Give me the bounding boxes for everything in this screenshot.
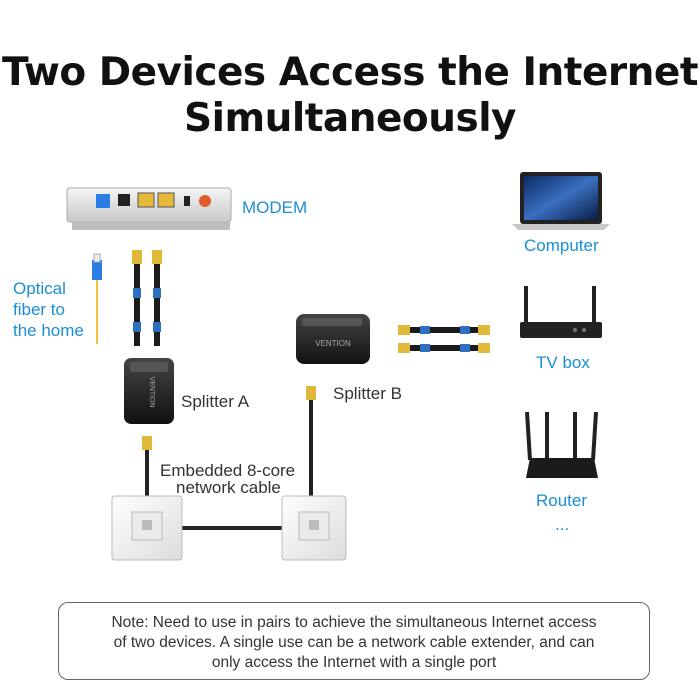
splitter-a-brand: VENTION: [148, 376, 155, 407]
router-icon: [525, 411, 598, 478]
optical-label-line-2: fiber to: [13, 300, 65, 319]
computer-icon: [512, 172, 610, 230]
optical-label-line-1: Optical: [13, 279, 66, 298]
note-line-3: only access the Internet with a single p…: [211, 654, 497, 671]
patch-cables-devices: [398, 325, 490, 353]
optical-fiber: [92, 253, 102, 344]
title-line-1: Two Devices Access the Internet: [2, 50, 698, 95]
cable-splitter-b-wall: [306, 386, 316, 500]
modem-label: MODEM: [242, 198, 307, 217]
wall-plate-a: [111, 495, 183, 561]
modem-device: [66, 187, 232, 230]
computer-label: Computer: [524, 236, 599, 255]
splitter-a-label: Splitter A: [181, 392, 250, 411]
tv-box-icon: [520, 286, 602, 338]
patch-cables-modem: [132, 250, 162, 346]
wall-plate-b: [281, 495, 347, 561]
embedded-label-line-2: network cable: [176, 478, 281, 497]
note-line-1: Note: Need to use in pairs to achieve th…: [111, 614, 597, 631]
optical-label-line-3: the home: [13, 321, 84, 340]
note-box: Note: Need to use in pairs to achieve th…: [58, 602, 650, 680]
embedded-label-line-1: Embedded 8-core: [160, 461, 295, 480]
network-diagram: MODEM Computer TV box Router ... Optical…: [13, 172, 610, 561]
router-label: Router: [536, 491, 587, 510]
splitter-b-device: VENTION: [296, 314, 370, 364]
title-line-2: Simultaneously: [184, 96, 516, 141]
cable-splitter-a-wall: [142, 436, 152, 498]
splitter-b-brand: VENTION: [315, 339, 351, 348]
splitter-b-label: Splitter B: [333, 384, 402, 403]
tv-box-label: TV box: [536, 353, 590, 372]
note-line-2: of two devices. A single use can be a ne…: [113, 634, 595, 651]
more-devices-label: ...: [555, 515, 569, 534]
splitter-a-device: VENTION: [124, 358, 174, 424]
page-title: Two Devices Access the Internet Simultan…: [0, 50, 700, 142]
